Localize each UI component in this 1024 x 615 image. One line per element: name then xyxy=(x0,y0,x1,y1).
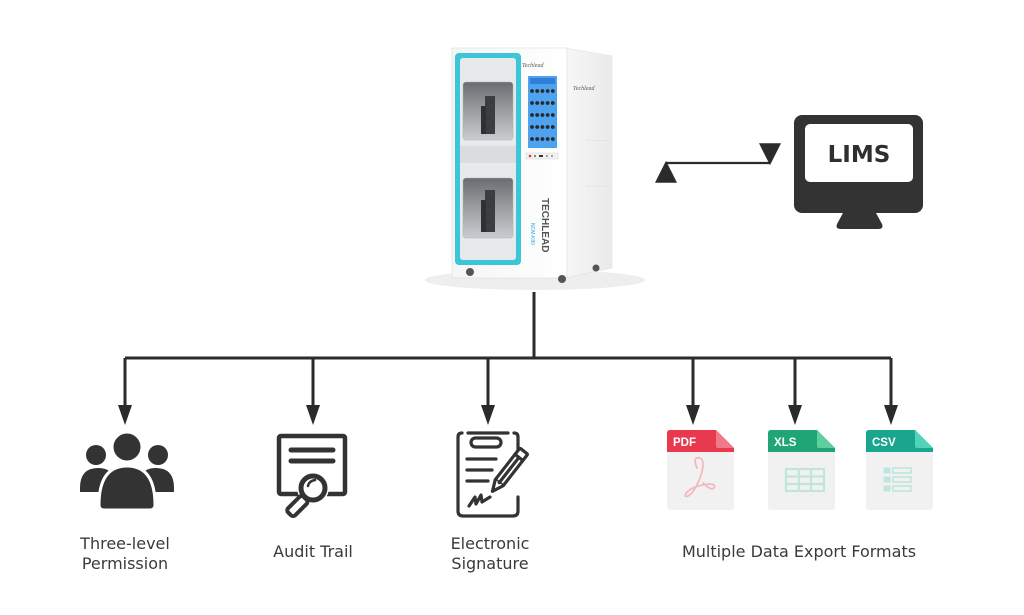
format-tag: XLS xyxy=(774,437,797,449)
svg-text:· · · · · · ·: · · · · · · · xyxy=(482,153,494,157)
csv-file-icon: CSV xyxy=(866,430,933,510)
knob xyxy=(550,113,555,117)
knob xyxy=(540,113,545,117)
device-front-logo: Techlead xyxy=(522,63,544,69)
knob xyxy=(545,137,550,141)
knob xyxy=(550,125,555,129)
format-tag: PDF xyxy=(673,437,696,449)
feature-label-signature: Electronic Signature xyxy=(451,534,530,574)
knob xyxy=(535,113,540,117)
feature-label-audit: Audit Trail xyxy=(273,542,353,562)
connector-tree xyxy=(125,292,891,360)
arrow-head xyxy=(306,405,320,425)
knob xyxy=(540,89,545,93)
arrow-head xyxy=(884,405,898,425)
feature-label-line: Signature xyxy=(451,554,529,573)
pdf-file-icon: PDF xyxy=(667,430,734,510)
knob xyxy=(550,137,555,141)
knob xyxy=(535,125,540,129)
knob xyxy=(545,101,550,105)
feature-label-line: Three-level xyxy=(80,534,170,553)
knob xyxy=(540,137,545,141)
knob xyxy=(550,101,555,105)
spreadsheet-glyph xyxy=(784,467,826,493)
knob xyxy=(530,137,534,141)
knob xyxy=(545,113,550,117)
device-side-logo: Techlead xyxy=(573,86,595,92)
acrobat-glyph xyxy=(684,456,716,498)
branch-arrows xyxy=(118,358,898,425)
feature-label-line: Electronic xyxy=(450,534,530,553)
feature-label-line: Audit Trail xyxy=(273,542,353,561)
device-model: NCM-K80 xyxy=(529,223,535,245)
signature-clipboard-icon xyxy=(456,431,529,518)
export-label: Multiple Data Export Formats xyxy=(682,542,916,562)
arrow-head xyxy=(788,405,802,425)
knob xyxy=(530,89,534,93)
knob xyxy=(535,101,540,105)
knob xyxy=(530,125,534,129)
list-glyph xyxy=(883,467,912,492)
knob xyxy=(545,89,550,93)
arrow-head xyxy=(686,405,700,425)
lims-monitor-icon: LIMS xyxy=(794,115,923,229)
knob xyxy=(550,89,555,93)
knob xyxy=(530,101,534,105)
knob xyxy=(545,125,550,129)
format-tag: CSV xyxy=(872,437,896,449)
arrow-head xyxy=(118,405,132,425)
knob xyxy=(535,137,540,141)
instrument-image: Techlead · · · · · · · Techlead TECHLEAD… xyxy=(425,47,645,290)
arrow-head xyxy=(481,405,495,425)
lims-label: LIMS xyxy=(828,142,891,168)
knob xyxy=(530,113,534,117)
feature-label-line: Permission xyxy=(81,554,169,573)
device-brand: TECHLEAD xyxy=(539,198,550,252)
knob xyxy=(540,125,545,129)
document-search-icon xyxy=(276,433,348,519)
users-icon xyxy=(80,430,174,512)
feature-label-permission: Three-level Permission xyxy=(80,534,170,574)
export-label-text: Multiple Data Export Formats xyxy=(681,542,917,561)
knob xyxy=(535,89,540,93)
knob xyxy=(540,101,545,105)
